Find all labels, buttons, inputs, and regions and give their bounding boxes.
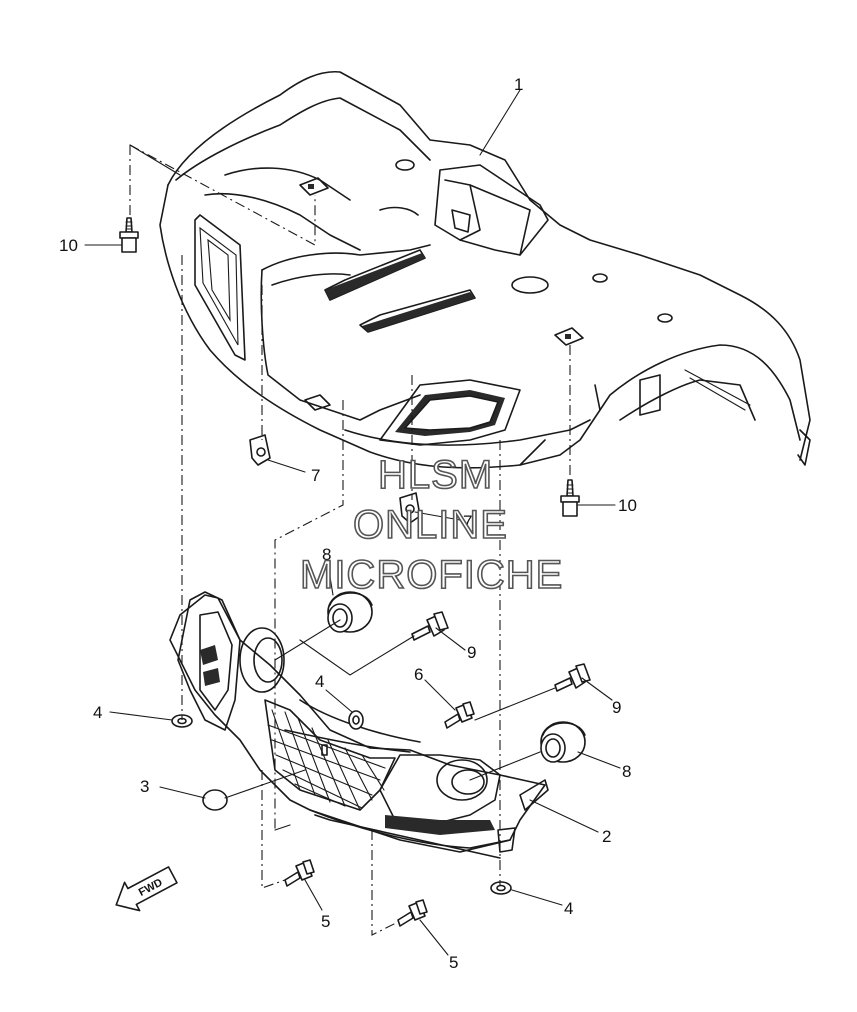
callout-9: 9 bbox=[612, 698, 621, 717]
callout-8: 8 bbox=[622, 762, 631, 781]
callout-numbers: 1 10 7 10 7 8 9 4 6 9 4 8 3 2 5 4 5 bbox=[59, 75, 637, 972]
front-fender-part bbox=[159, 70, 811, 469]
clip-nut-7-right bbox=[399, 492, 421, 524]
watermark-line-3: MICROFICHE bbox=[300, 553, 563, 597]
washer-4-middle bbox=[348, 710, 364, 730]
callout-4: 4 bbox=[93, 703, 102, 722]
front-guard-part bbox=[169, 591, 549, 859]
grommet-8-upper bbox=[327, 591, 373, 633]
screw-10-left bbox=[119, 217, 139, 253]
fwd-arrow-icon: FWD bbox=[115, 866, 178, 912]
screw-5-right bbox=[397, 899, 428, 927]
watermark-line-1: HLSM bbox=[378, 453, 493, 497]
callout-5: 5 bbox=[449, 953, 458, 972]
callout-8: 8 bbox=[322, 545, 331, 564]
screw-10-right bbox=[560, 479, 580, 517]
callout-4: 4 bbox=[564, 899, 573, 918]
callout-10: 10 bbox=[59, 236, 78, 255]
callout-9: 9 bbox=[467, 643, 476, 662]
callout-7: 7 bbox=[311, 466, 320, 485]
callout-2: 2 bbox=[602, 827, 611, 846]
screw-6 bbox=[444, 701, 475, 729]
grommet-8-lower bbox=[540, 721, 586, 763]
callout-1: 1 bbox=[514, 75, 523, 94]
callout-4: 4 bbox=[315, 672, 324, 691]
washer-4-bottom bbox=[490, 881, 512, 895]
watermark: HLSM ONLINE MICROFICHE bbox=[299, 452, 563, 598]
callout-3: 3 bbox=[140, 777, 149, 796]
screw-5-left bbox=[284, 859, 315, 887]
watermark-line-2: ONLINE bbox=[353, 503, 508, 547]
bolt-9-upper bbox=[411, 611, 449, 641]
cap-3 bbox=[202, 789, 228, 811]
callout-6: 6 bbox=[414, 665, 423, 684]
callout-7: 7 bbox=[463, 512, 472, 531]
callout-5: 5 bbox=[321, 912, 330, 931]
bolt-9-lower bbox=[554, 663, 591, 692]
callout-10: 10 bbox=[618, 496, 637, 515]
clip-nut-7-left bbox=[249, 434, 271, 466]
assembly-lines bbox=[129, 144, 571, 936]
callout-leaders bbox=[84, 89, 621, 956]
